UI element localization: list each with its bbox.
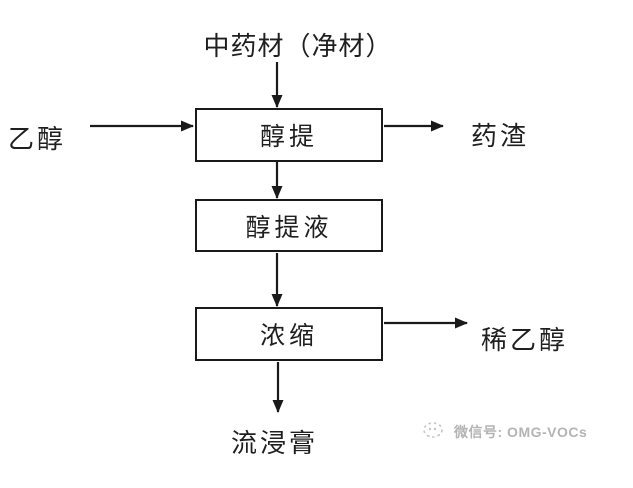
residue-output-label: 药渣	[471, 121, 530, 151]
watermark-text: 微信号: OMG-VOCs	[454, 424, 588, 440]
dilute-ethanol-output-label: 稀乙醇	[481, 325, 569, 355]
fluid-extract-product-label: 流浸膏	[231, 428, 319, 458]
node-alcohol-extraction: 醇提	[195, 108, 383, 162]
node-alcohol-extract-liquid: 醇提液	[195, 199, 383, 252]
node-alcohol-extract-liquid-label: 醇提液	[245, 213, 333, 242]
node-alcohol-extraction-label: 醇提	[259, 123, 318, 151]
wechat-logo-icon	[423, 422, 443, 438]
watermark: 微信号: OMG-VOCs	[422, 421, 587, 443]
source-material-label: 中药材（净材）	[203, 31, 393, 61]
node-concentration-label: 浓缩	[259, 322, 318, 350]
node-concentration: 浓缩	[195, 307, 383, 361]
ethanol-input-label: 乙醇	[8, 124, 67, 154]
